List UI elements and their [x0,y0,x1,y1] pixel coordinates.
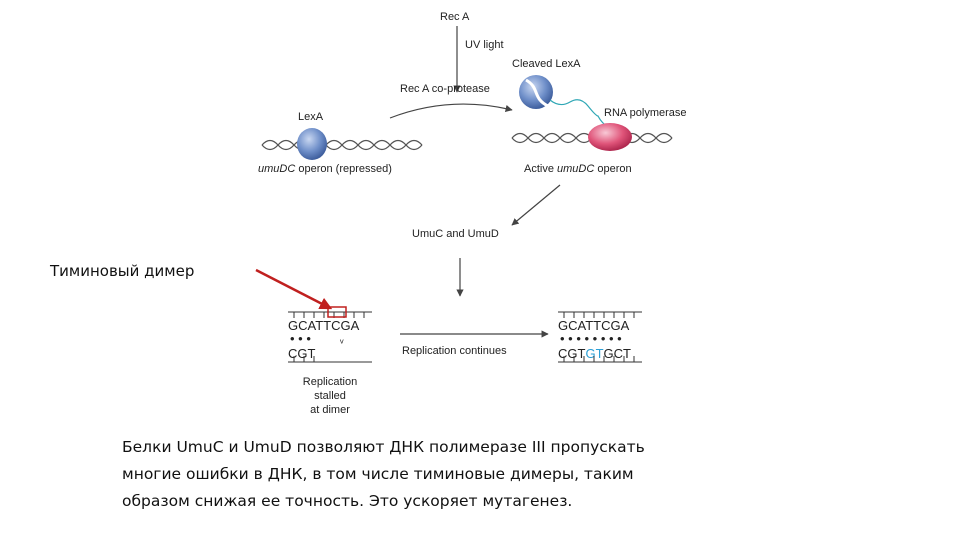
replicated-bottom-sequence: CGTGTGCT [558,346,631,361]
repressed-operon-label: umuDC operon (repressed) [258,163,392,175]
rna-polymerase-label: RNA polymerase [604,107,687,119]
replication-continues-label: Replication continues [402,345,507,357]
dimer-pointer-arrow [255,268,333,310]
stalled-bottom-sequence: CGT [288,346,316,361]
dimer-highlight-box [327,306,347,318]
stalled-top-sequence: GCATTCGA [288,318,360,333]
replicated-pairing-dots: • • • • • • • • [560,331,622,346]
umuc-umud-label: UmuC and UmuD [412,228,499,240]
dimer-bond-symbol: ᵥ [339,334,344,346]
expression-arrow [511,184,561,226]
mrna-strand [549,99,611,129]
stalled-dna: GCATTCGA ᵥ • • • CGT [288,311,372,363]
caption-line-1: Белки UmuC и UmuD позволяют ДНК полимера… [122,438,645,456]
cleaved-lexa-protein [519,75,553,109]
active-operon-label: Active umuDC operon [524,163,632,175]
rec-a-coprotease-label: Rec A co-protease [400,83,490,95]
lexa-label: LexA [298,111,324,123]
sos-response-diagram: Rec A UV light Rec A co-protease LexA um… [255,11,687,416]
stalled-pairing-dots: • • • [290,331,311,346]
cleaved-lexa-label: Cleaved LexA [512,58,581,70]
stalled-line-2: stalled [314,390,346,402]
repressed-dna-helix [261,139,423,151]
stalled-line-3: at dimer [310,404,350,416]
uv-light-label: UV light [465,39,504,51]
caption-text: Белки UmuC и UmuD позволяют ДНК полимера… [122,434,882,515]
replicated-dna: GCATTCGA • • • • • • • • CGTGTGCT [558,311,642,363]
cleavage-arrow [389,103,513,119]
caption-line-2: многие ошибки в ДНК, в том числе тиминов… [122,465,634,483]
stalled-line-1: Replication [303,376,357,388]
caption-line-3: образом снижая ее точность. Это ускоряет… [122,492,573,510]
rec-a-label: Rec A [440,11,470,23]
lexa-protein [297,128,327,160]
rna-polymerase-protein [588,123,632,151]
replicated-top-sequence: GCATTCGA [558,318,630,333]
thymine-dimer-label: Тиминовый димер [50,262,195,280]
